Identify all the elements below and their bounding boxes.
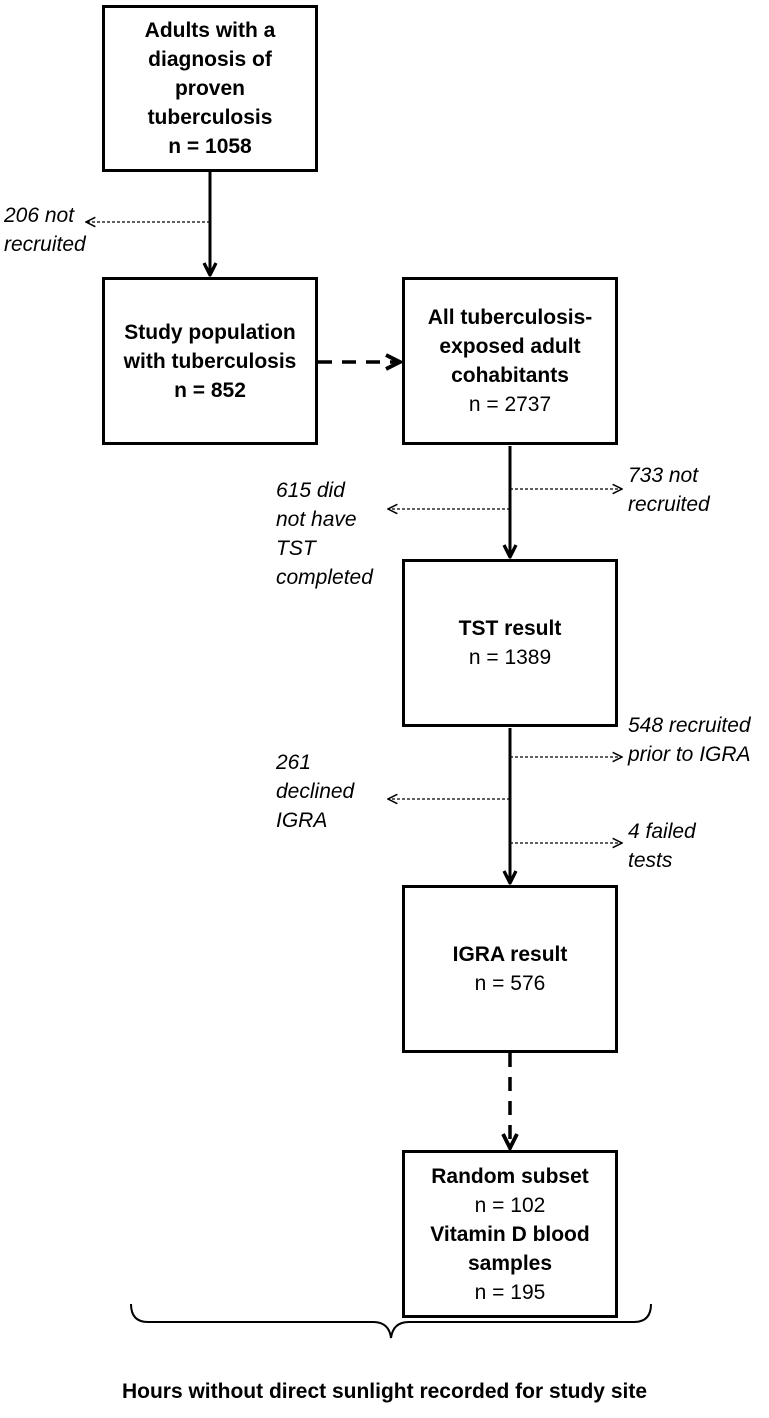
- footer-caption: Hours without direct sunlight recorded f…: [121, 1380, 648, 1403]
- note-615-no-tst: 615 did not have TST completed: [276, 479, 373, 589]
- box-adults-with-tuberculosis: Adults with a diagnosis of proven tuberc…: [102, 5, 318, 172]
- box-count: n = 2737: [468, 393, 552, 416]
- box-count: n = 102: [474, 1193, 546, 1217]
- box-title: Study population with tuberculosis: [123, 320, 297, 373]
- box-count: n = 576: [474, 972, 546, 995]
- box-title-secondary: Vitamin D blood samples: [430, 1222, 590, 1275]
- box-count: n = 1058: [168, 135, 252, 158]
- box-title: IGRA result: [452, 943, 568, 966]
- box-count: n = 852: [174, 378, 246, 402]
- box-title: All tuberculosis-exposed adult cohabitan…: [427, 306, 593, 387]
- box-random-subset: Random subset n = 102 Vitamin D blood sa…: [402, 1150, 618, 1318]
- note-733-not-recruited: 733 not recruited: [628, 464, 710, 516]
- note-548-recruited-prior: 548 recruited prior to IGRA: [628, 714, 751, 766]
- box-title: Adults with a diagnosis of proven tuberc…: [144, 19, 276, 129]
- box-count: n = 1389: [468, 646, 552, 669]
- box-study-population: Study population with tuberculosis n = 8…: [102, 277, 318, 445]
- box-exposed-cohabitants: All tuberculosis-exposed adult cohabitan…: [402, 277, 618, 445]
- box-tst-result: TST result n = 1389: [402, 559, 618, 727]
- box-title: Random subset: [431, 1164, 589, 1188]
- box-title: TST result: [458, 617, 562, 640]
- bottom-brace: [130, 1303, 652, 1339]
- note-4-failed-tests: 4 failed tests: [628, 820, 696, 872]
- note-261-declined-igra: 261 declined IGRA: [276, 751, 355, 832]
- note-206-not-recruited: 206 not recruited: [4, 204, 86, 256]
- box-count-secondary: n = 195: [474, 1280, 546, 1304]
- box-igra-result: IGRA result n = 576: [402, 885, 618, 1053]
